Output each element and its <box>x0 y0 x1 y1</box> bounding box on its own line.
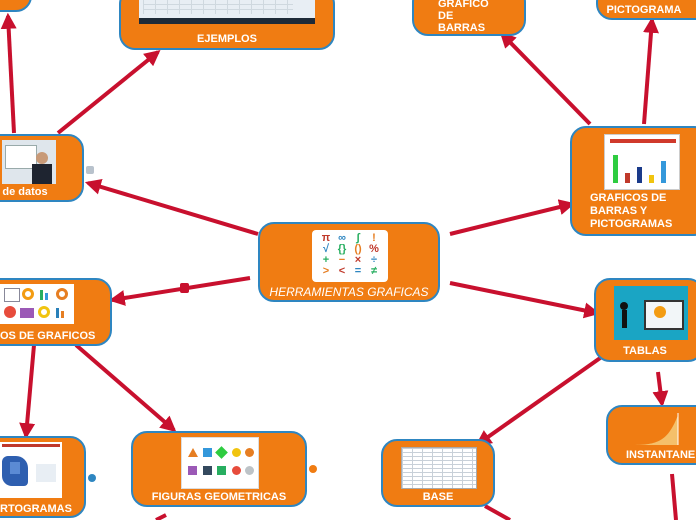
link-tipos-figuras <box>74 343 177 433</box>
math-symbols-image: π ∞ ∫! √ {} ()% +−× ÷ > < = ≠ <box>312 230 388 282</box>
node-figuras-geometricas[interactable]: FIGURAS GEOMETRICAS <box>131 431 307 507</box>
link-tablas-instantaneo <box>652 371 669 408</box>
link-graficos-barras <box>499 31 592 126</box>
node-instantaneo[interactable]: INSTANTANE <box>606 405 696 465</box>
link-central-analisis <box>84 179 259 236</box>
math-symbol: < <box>338 265 346 277</box>
figuras-label: FIGURAS GEOMETRICAS <box>151 491 287 503</box>
analisis-label: sis de datos <box>0 186 48 198</box>
central-label: HERRAMIENTAS GRAFICAS <box>269 285 429 299</box>
tablas-illustration <box>614 286 688 340</box>
math-symbol: π <box>321 232 331 244</box>
link-central-tablas <box>449 281 601 319</box>
math-symbol: ≠ <box>370 265 378 277</box>
math-symbol: − <box>338 254 346 266</box>
curve-thumbnail <box>628 411 696 447</box>
node-analisis-de-datos[interactable]: sis de datos <box>0 134 84 202</box>
cartogramas-label: RTOGRAMAS <box>0 503 72 515</box>
map-thumbnail <box>0 442 62 498</box>
math-symbol: √ <box>322 243 330 255</box>
link-central-graficos <box>449 199 576 236</box>
tipos-label: OS DE GRAFICOS <box>0 330 96 342</box>
curve-graphic <box>632 413 679 445</box>
node-ejemplos[interactable]: EJEMPLOS <box>119 0 335 50</box>
node-tipos-de-graficos[interactable]: OS DE GRAFICOS <box>0 278 112 346</box>
node-graficos-barras-pictogramas[interactable]: GRAFICOS DE BARRAS Y PICTOGRAMAS <box>570 126 696 236</box>
math-symbol: > <box>322 265 330 277</box>
grafico-barras-label: GRAFICO DE BARRAS <box>438 0 489 34</box>
math-symbol: ÷ <box>370 254 378 266</box>
pictograma-label: PICTOGRAMA <box>606 4 682 16</box>
base-label: BASE <box>422 491 454 503</box>
tablas-label: TABLAS <box>623 345 667 357</box>
link-graficos-pictograma <box>642 16 659 125</box>
node-grafico-de-barras[interactable]: GRAFICO DE BARRAS <box>412 0 526 36</box>
link-handle <box>180 283 189 293</box>
note-icon[interactable] <box>86 166 94 174</box>
math-symbol: % <box>369 243 379 255</box>
node-tablas[interactable]: TABLAS <box>594 278 696 362</box>
spreadsheet-screenshot <box>139 0 315 24</box>
link-figuras-down <box>155 513 167 520</box>
instantaneo-label: INSTANTANE <box>626 449 696 461</box>
link-analisis-top <box>0 12 17 134</box>
bar-chart-thumbnail <box>604 134 680 190</box>
central-node[interactable]: π ∞ ∫! √ {} ()% +−× ÷ > < = ≠ HERRAMIENTAS GRAFICAS <box>258 222 440 302</box>
math-symbol: ∫ <box>356 232 360 244</box>
math-symbol: = <box>354 265 362 277</box>
globe-icon[interactable] <box>88 474 96 482</box>
table-thumbnail <box>401 447 477 489</box>
math-symbol: ! <box>372 232 376 244</box>
link-instantaneo-down <box>670 473 678 520</box>
math-symbol-grid: π ∞ ∫! √ {} ()% +−× ÷ > < = ≠ <box>318 233 382 277</box>
shapes-thumbnail <box>181 437 259 489</box>
math-symbol: ∞ <box>338 232 346 244</box>
node-base[interactable]: BASE <box>381 439 495 507</box>
chart-types-icons <box>0 284 74 324</box>
math-symbol: + <box>322 254 330 266</box>
link-icon[interactable] <box>309 465 317 473</box>
math-symbol: {} <box>337 243 347 255</box>
graficos-barras-label: GRAFICOS DE BARRAS Y PICTOGRAMAS <box>590 192 673 230</box>
link-base-down <box>484 504 511 520</box>
node-cartogramas[interactable]: RTOGRAMAS <box>0 436 86 518</box>
math-symbol: () <box>354 243 362 255</box>
link-tablas-base <box>475 354 605 446</box>
link-analisis-ejemplos <box>56 49 161 135</box>
presenter-photo <box>2 140 56 184</box>
link-tipos-cartogramas <box>19 344 36 440</box>
node-pictograma[interactable]: PICTOGRAMA <box>596 0 696 20</box>
math-symbol: × <box>354 254 362 266</box>
ejemplos-label: EJEMPLOS <box>197 33 257 45</box>
